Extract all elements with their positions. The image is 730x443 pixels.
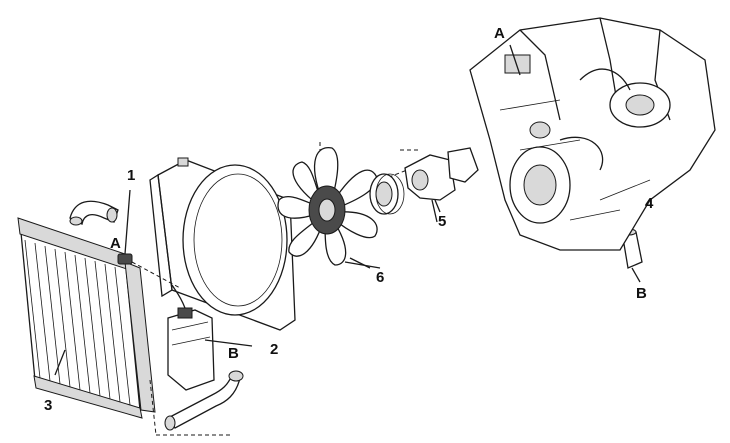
callout-b-hose: B: [228, 345, 239, 362]
fan-shroud: [149, 157, 296, 331]
upper-radiator-hose: [69, 200, 119, 226]
lower-radiator-hose: [164, 370, 244, 431]
cooling-fan: [277, 147, 381, 269]
callout-1: 1: [127, 167, 136, 184]
callout-2: 2: [270, 341, 279, 358]
callout-leader-lines: [54, 199, 438, 376]
engine-block: [469, 17, 716, 251]
pulley: [369, 173, 405, 215]
reservoir-tank: [167, 284, 215, 391]
water-pump: [404, 147, 479, 213]
callout-3: 3: [44, 397, 53, 414]
callout-5: 5: [438, 213, 447, 230]
callout-6: 6: [376, 269, 385, 286]
callout-a-engine: A: [494, 25, 505, 42]
callout-4: 4: [645, 195, 654, 212]
callout-b-engine: B: [636, 285, 647, 302]
radiator: [17, 217, 156, 419]
callout-a-radiator: A: [110, 235, 121, 252]
radiator-cap: [117, 189, 133, 265]
